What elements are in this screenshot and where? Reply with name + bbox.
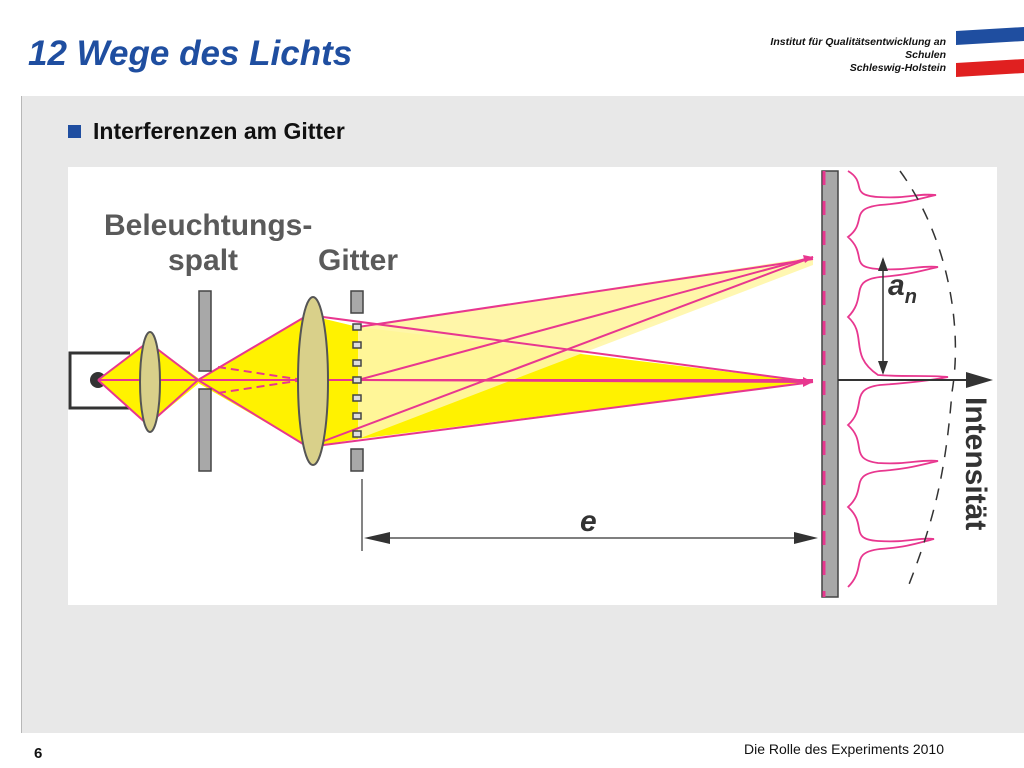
intensity-envelope <box>899 170 957 593</box>
bullet-item: Interferenzen am Gitter <box>68 120 345 143</box>
collimator-lens <box>297 296 329 466</box>
bullet-text: Interferenzen am Gitter <box>93 118 345 144</box>
light-rays <box>97 256 814 448</box>
institute-line-2: Schulen <box>905 49 946 61</box>
footer-text: Die Rolle des Experiments 2010 <box>744 741 944 757</box>
optical-axis-arrow <box>838 372 993 388</box>
intensity-curve <box>846 170 949 588</box>
slit-label-line2: spalt <box>168 244 238 277</box>
grating-label: Gitter <box>318 244 398 277</box>
institute-line-1: Institut für Qualitätsentwicklung an <box>770 36 946 48</box>
ray-arrowheads <box>803 255 813 387</box>
illumination-slit <box>198 290 212 472</box>
spacing-label: an <box>888 269 917 308</box>
distance-arrow <box>361 479 818 551</box>
spacing-arrow <box>878 257 888 375</box>
institute-name: Institut für Qualitätsentwicklung an Sch… <box>686 36 946 75</box>
diffraction-grating <box>350 290 364 472</box>
distance-label: e <box>580 505 597 538</box>
page-number: 6 <box>34 745 43 762</box>
schleswig-holstein-flag-icon <box>956 27 1024 77</box>
grating-interference-diagram: an e Beleuchtungs- spalt Gitter Intensit… <box>68 167 997 605</box>
slide-title: 12 Wege des Lichts <box>28 34 353 73</box>
intensity-label: Intensität <box>959 397 992 530</box>
condenser-lens <box>139 331 161 433</box>
bullet-square-icon <box>68 125 81 138</box>
institute-line-3: Schleswig-Holstein <box>849 62 946 74</box>
observation-screen <box>821 170 839 598</box>
slit-label-line1: Beleuchtungs- <box>104 209 312 242</box>
